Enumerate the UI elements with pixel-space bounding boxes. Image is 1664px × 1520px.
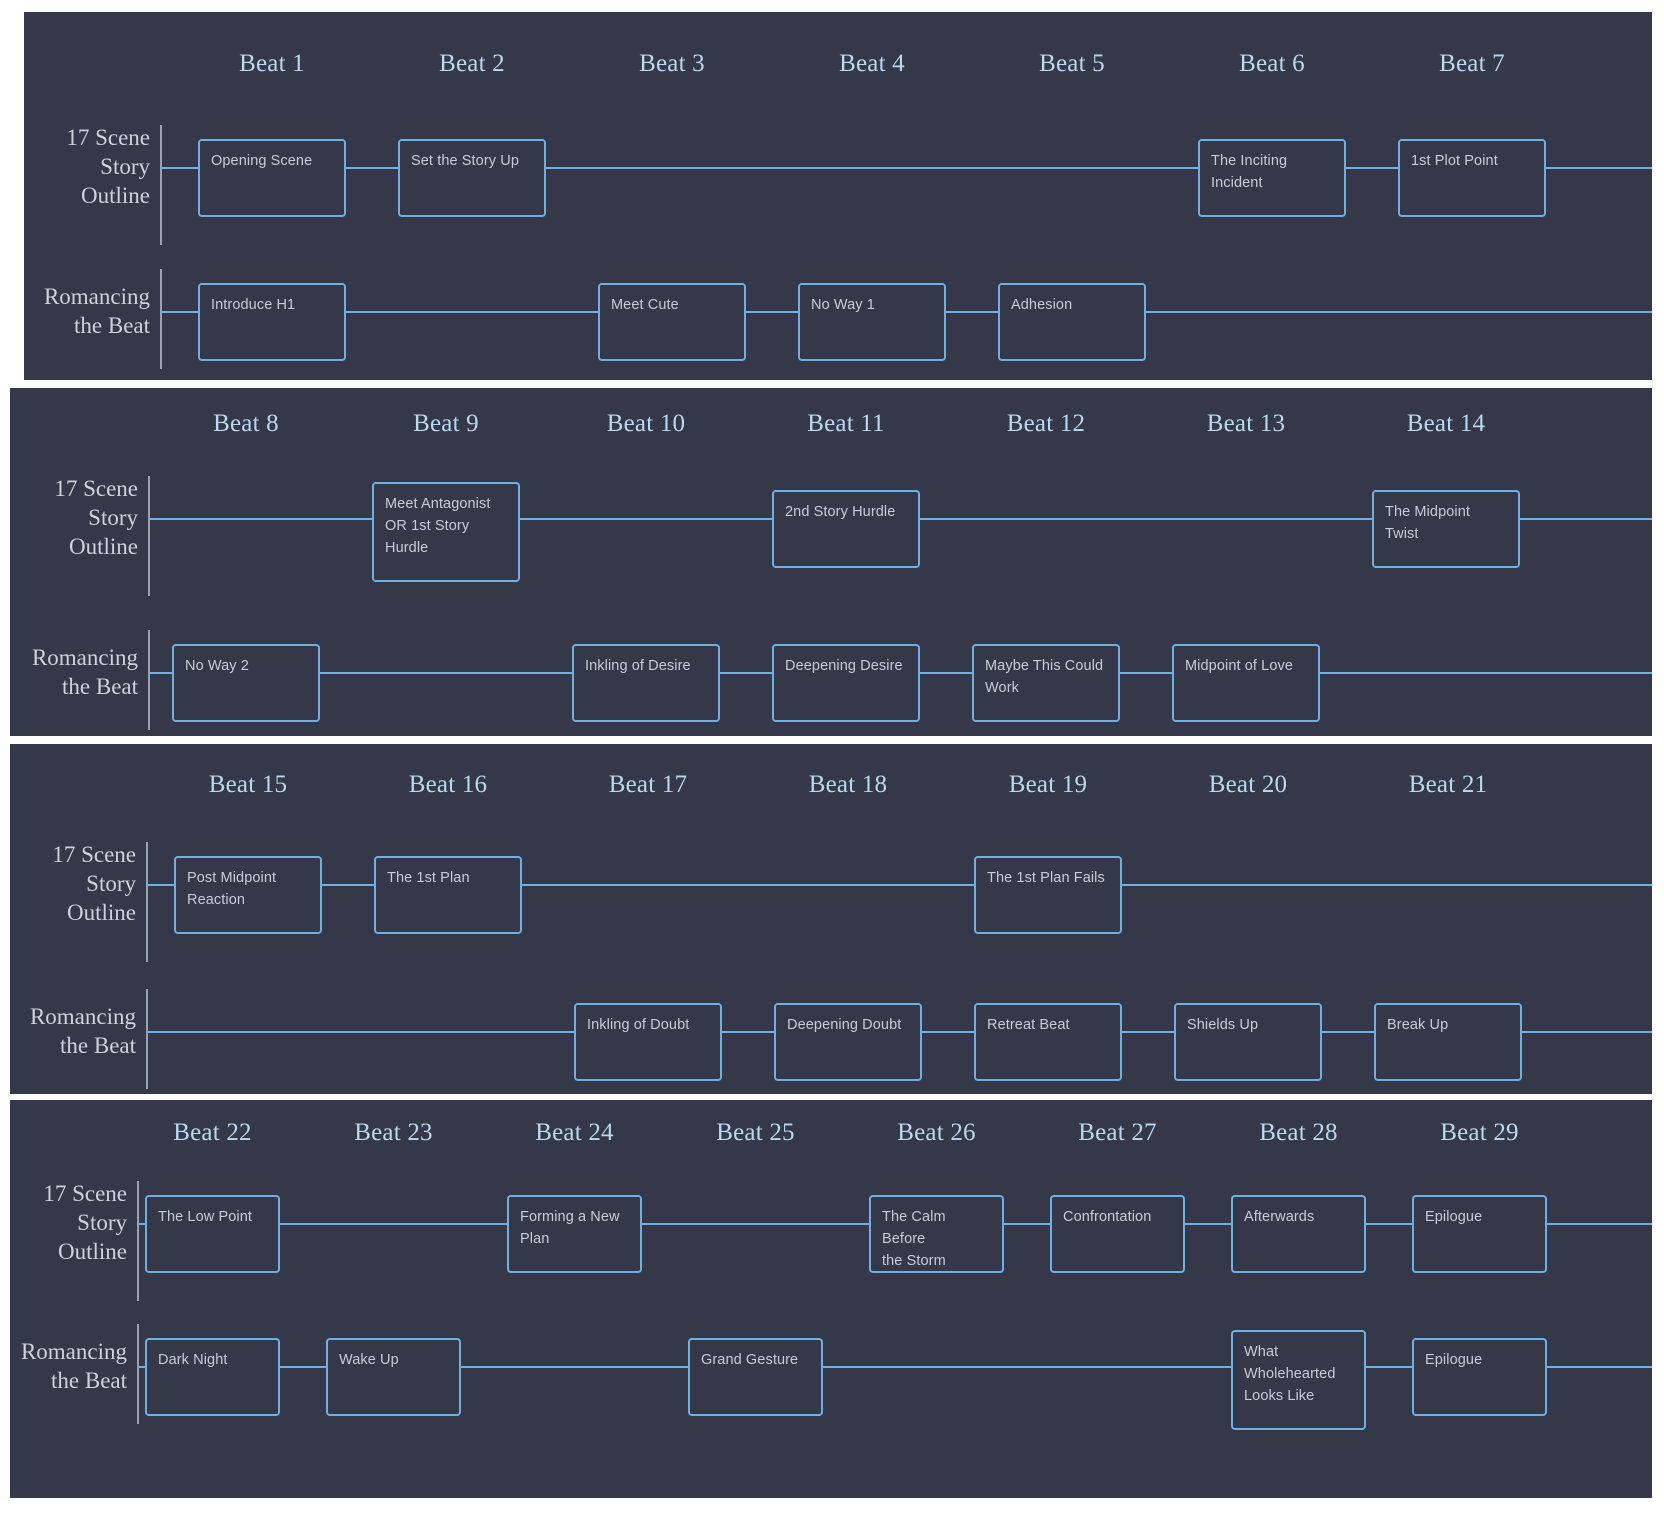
beat-header-label: Beat 17 [608,771,688,798]
beat-box[interactable]: Introduce H1 [198,283,346,361]
beat-header-label: Beat 24 [535,1119,614,1146]
beat-box[interactable]: 2nd Story Hurdle [772,490,920,568]
beat-header-label: Beat 1 [239,50,305,77]
beat-box[interactable]: Break Up [1374,1003,1522,1081]
panel-3: Beat 15 Beat 16 Beat 17 Beat 18 Beat 19 Beat … [10,744,1652,1094]
beat-box[interactable]: Inkling of Desire [572,644,720,722]
beat-header-label: Beat 21 [1408,771,1488,798]
row-axis-tick [146,989,148,1089]
beat-box[interactable]: Deepening Desire [772,644,920,722]
row-axis-tick [160,125,162,245]
timeline-track [146,884,1652,887]
beat-box[interactable]: No Way 2 [172,644,320,722]
beat-box[interactable]: The 1st Plan [374,856,522,934]
beat-box[interactable]: What Wholehearted Looks Like [1231,1330,1366,1430]
beat-box[interactable]: Confrontation [1050,1195,1185,1273]
beat-box[interactable]: No Way 1 [798,283,946,361]
panel-4: Beat 22 Beat 23 Beat 24 Beat 25 Beat 26 Beat … [10,1100,1652,1498]
beat-box[interactable]: Retreat Beat [974,1003,1122,1081]
beat-header-label: Beat 3 [639,50,705,77]
row-label-story-outline: 17 Scene Story Outline [43,1181,127,1264]
beat-box[interactable]: Inkling of Doubt [574,1003,722,1081]
beat-header-label: Beat 7 [1439,50,1505,77]
beat-box[interactable]: The Midpoint Twist [1372,490,1520,568]
row-label-romancing-the-beat: Romancing the Beat [43,284,150,338]
beat-box[interactable]: The Low Point [145,1195,280,1273]
beat-box[interactable]: Dark Night [145,1338,280,1416]
beat-header-label: Beat 18 [808,771,888,798]
row-axis-tick [160,269,162,369]
panel-1: Beat 1 Beat 2 Beat 3 Beat 4 Beat 5 Beat 6 Beat… [24,12,1652,380]
beat-header-label: Beat 11 [807,410,885,437]
beat-header-label: Beat 10 [606,410,686,437]
beat-box[interactable]: Adhesion [998,283,1146,361]
row-label-story-outline: 17 Scene Story Outline [54,476,138,559]
beat-box[interactable]: Forming a New Plan [507,1195,642,1273]
timeline-track [160,167,1652,170]
beat-header-label: Beat 25 [716,1119,795,1146]
beat-header-label: Beat 5 [1039,50,1105,77]
beat-header-label: Beat 12 [1006,410,1086,437]
panel-2: Beat 8 Beat 9 Beat 10 Beat 11 Beat 12 Beat 13… [10,388,1652,736]
row-axis-tick [146,842,148,962]
beat-header-label: Beat 13 [1206,410,1286,437]
beat-header-label: Beat 6 [1239,50,1305,77]
beat-box[interactable]: The Calm Before the Storm [869,1195,1004,1273]
beat-box[interactable]: Set the Story Up [398,139,546,217]
row-label-story-outline: 17 Scene Story Outline [66,125,150,208]
beat-box[interactable]: Epilogue [1412,1195,1547,1273]
beat-box[interactable]: Post Midpoint Reaction [174,856,322,934]
row-axis-tick [148,476,150,596]
row-axis-tick [137,1324,139,1424]
beat-header-label: Beat 29 [1440,1119,1519,1146]
beat-box[interactable]: 1st Plot Point [1398,139,1546,217]
beat-header-label: Beat 8 [213,410,279,437]
beat-header-label: Beat 4 [839,50,905,77]
beat-header-label: Beat 15 [208,771,288,798]
row-label-romancing-the-beat: Romancing the Beat [29,1004,136,1058]
beat-box[interactable]: Grand Gesture [688,1338,823,1416]
beat-box[interactable]: The Inciting Incident [1198,139,1346,217]
beat-box[interactable]: Midpoint of Love [1172,644,1320,722]
row-label-story-outline: 17 Scene Story Outline [52,842,136,925]
beat-box[interactable]: Afterwards [1231,1195,1366,1273]
beat-box[interactable]: Wake Up [326,1338,461,1416]
beat-header-label: Beat 19 [1008,771,1088,798]
beat-header-label: Beat 22 [173,1119,252,1146]
timeline-track [137,1366,1652,1369]
beat-box[interactable]: Shields Up [1174,1003,1322,1081]
beat-header-label: Beat 28 [1259,1119,1338,1146]
beat-header-label: Beat 20 [1208,771,1288,798]
row-axis-tick [148,630,150,730]
beat-box[interactable]: Opening Scene [198,139,346,217]
beat-header-label: Beat 9 [413,410,479,437]
beat-box[interactable]: Deepening Doubt [774,1003,922,1081]
beat-box[interactable]: Meet Cute [598,283,746,361]
beat-header-label: Beat 23 [354,1119,433,1146]
row-label-romancing-the-beat: Romancing the Beat [20,1339,127,1393]
beat-header-label: Beat 26 [897,1119,976,1146]
beat-header-label: Beat 14 [1406,410,1486,437]
beat-header-label: Beat 2 [439,50,505,77]
beat-header-label: Beat 16 [408,771,488,798]
beat-box[interactable]: The 1st Plan Fails [974,856,1122,934]
row-label-romancing-the-beat: Romancing the Beat [31,645,138,699]
beat-header-label: Beat 27 [1078,1119,1157,1146]
row-axis-tick [137,1181,139,1301]
beat-box[interactable]: Meet Antagonist OR 1st Story Hurdle [372,482,520,582]
beat-box[interactable]: Maybe This Could Work [972,644,1120,722]
beat-box[interactable]: Epilogue [1412,1338,1547,1416]
